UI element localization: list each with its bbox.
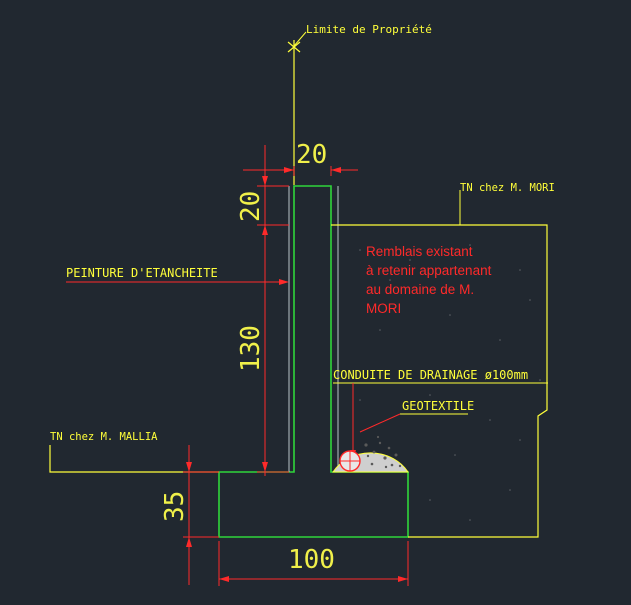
dim-wall-thickness-text: 20 [296, 140, 327, 170]
dim-footing-width-text: 100 [288, 545, 335, 575]
property-limit-label: Limite de Propriété [306, 23, 432, 36]
dim-vertical-chain [257, 145, 289, 476]
dim-top-cap-text: 20 [236, 191, 266, 222]
backfill-note-line-1: Remblais existant [366, 244, 473, 259]
waterproofing-label: PEINTURE D'ETANCHEITE [66, 266, 218, 280]
dim-wall-thickness [243, 166, 358, 176]
backfill-note: Remblais existant à retenir appartenant … [366, 244, 492, 316]
backfill-note-line-4: MORI [366, 301, 401, 316]
drainage-label: CONDUITE DE DRAINAGE ø100mm [333, 368, 528, 382]
geotextile-label: GEOTEXTILE [402, 399, 474, 413]
backfill-note-line-3: au domaine de M. [366, 282, 474, 297]
tn-mallia-label: TN chez M. MALLIA [50, 431, 158, 443]
waterproofing-arrow [279, 279, 289, 285]
backfill-note-line-2: à retenir appartenant [366, 263, 492, 278]
tn-mori-label: TN chez M. MORI [460, 182, 555, 194]
dim-footing-height [183, 445, 219, 585]
dim-wall-height-text: 130 [236, 325, 266, 372]
geotextile-leader [359, 413, 401, 433]
backfill-ground-right [331, 224, 548, 538]
geotextile-drain [332, 435, 409, 473]
dim-footing-height-text: 35 [160, 491, 190, 522]
dim-footing-width [218, 541, 409, 586]
property-limit-line [287, 31, 307, 185]
backfill-texture [359, 244, 541, 521]
ground-left [49, 445, 219, 473]
